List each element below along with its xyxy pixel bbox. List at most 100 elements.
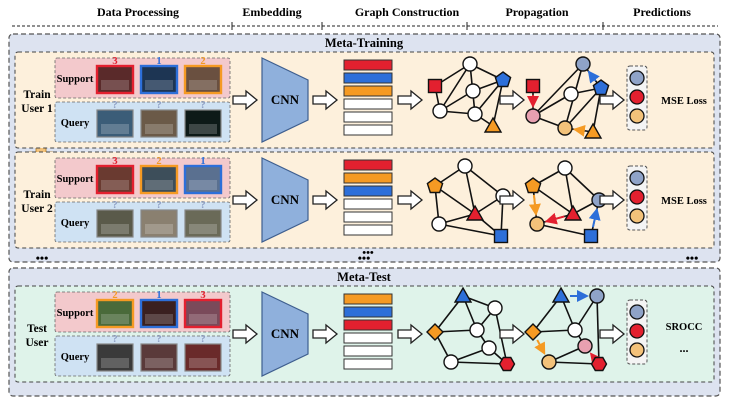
support-image-detail bbox=[189, 180, 217, 190]
propagation-arrow bbox=[572, 124, 586, 137]
support-rank: 2 bbox=[156, 156, 161, 167]
query-label: Query bbox=[61, 352, 90, 363]
graph-edge bbox=[536, 223, 592, 237]
graph-node bbox=[432, 103, 448, 119]
graph-node-pentagon bbox=[494, 71, 512, 88]
embedding-bar bbox=[343, 332, 393, 344]
support-rank: 1 bbox=[156, 290, 161, 301]
support-image-detail bbox=[145, 314, 173, 324]
propagation-arrow bbox=[528, 194, 541, 217]
embedding-bar bbox=[343, 211, 393, 223]
graph-node bbox=[431, 216, 447, 232]
graph-node bbox=[567, 322, 583, 338]
user-label: Test bbox=[27, 323, 47, 335]
header-graph-construction: Graph Construction bbox=[355, 5, 460, 19]
cnn-block bbox=[261, 291, 309, 377]
cnn-label: CNN bbox=[271, 192, 300, 207]
flow-arrow bbox=[312, 89, 339, 111]
query-mark: ? bbox=[156, 200, 161, 211]
propagation-arrow bbox=[587, 70, 600, 84]
flow-arrow bbox=[312, 189, 339, 211]
query-image bbox=[96, 109, 134, 138]
graph-node-triangle bbox=[551, 286, 571, 303]
support-rank: 1 bbox=[156, 56, 161, 67]
flow-arrow bbox=[397, 323, 424, 345]
prediction-score bbox=[629, 108, 645, 124]
support-label: Support bbox=[57, 308, 94, 319]
user-label: Train bbox=[23, 89, 51, 101]
flow-arrow bbox=[499, 323, 526, 345]
graph-edge bbox=[532, 63, 584, 117]
query-image bbox=[184, 209, 222, 238]
support-image bbox=[183, 298, 223, 329]
ellipsis-left: ••• bbox=[36, 251, 49, 265]
support-image bbox=[183, 164, 223, 195]
support-image-detail bbox=[101, 180, 129, 190]
query-image bbox=[96, 343, 134, 372]
support-rank: 3 bbox=[112, 56, 117, 67]
graph-edge bbox=[564, 167, 600, 201]
query-image bbox=[184, 109, 222, 138]
graph-node-square bbox=[493, 228, 509, 244]
propagation-arrow bbox=[589, 352, 603, 366]
graph-node bbox=[557, 160, 573, 176]
embedding-bar bbox=[343, 358, 393, 370]
flow-arrow bbox=[599, 323, 626, 345]
user-label: User 1 bbox=[21, 103, 53, 115]
prediction-score bbox=[629, 189, 645, 205]
support-label: Support bbox=[57, 174, 94, 185]
ellipsis-right: ••• bbox=[686, 251, 699, 265]
embedding-bar bbox=[343, 111, 393, 123]
graph-node bbox=[467, 106, 483, 122]
query-image bbox=[140, 209, 178, 238]
prediction-score bbox=[629, 323, 645, 339]
graph-node-triangle bbox=[483, 116, 503, 133]
support-rank: 3 bbox=[112, 156, 117, 167]
graph-edge bbox=[564, 167, 574, 215]
embedding-bar bbox=[343, 98, 393, 110]
header-data-processing: Data Processing bbox=[97, 5, 179, 19]
support-image-detail bbox=[189, 80, 217, 90]
query-mark: ? bbox=[156, 100, 161, 111]
embedding-bar bbox=[343, 172, 393, 184]
support-image-detail bbox=[101, 314, 129, 324]
embedding-bar bbox=[343, 124, 393, 136]
embedding-bar bbox=[343, 159, 393, 171]
flow-arrow bbox=[232, 323, 259, 345]
graph-node-triangle bbox=[465, 204, 485, 221]
flow-arrow bbox=[232, 189, 259, 211]
user-label: Train bbox=[23, 189, 51, 201]
query-mark: ? bbox=[112, 100, 117, 111]
embedding-bar bbox=[343, 306, 393, 318]
srocc-dots: ... bbox=[680, 341, 689, 355]
support-image bbox=[183, 64, 223, 95]
cnn-block bbox=[261, 57, 309, 143]
graph-node-triangle bbox=[453, 286, 473, 303]
query-mark: ? bbox=[112, 334, 117, 345]
support-rank: 1 bbox=[200, 156, 205, 167]
query-image-detail bbox=[189, 224, 217, 234]
embedding-bar bbox=[343, 85, 393, 97]
support-image-detail bbox=[145, 180, 173, 190]
graph-node-pentagon bbox=[524, 177, 542, 194]
support-rank: 2 bbox=[200, 56, 205, 67]
graph-node bbox=[465, 83, 481, 99]
graph-node bbox=[443, 354, 459, 370]
prediction-score bbox=[629, 170, 645, 186]
embedding-bar bbox=[343, 319, 393, 331]
embedding-bar bbox=[343, 224, 393, 236]
graph-node bbox=[457, 158, 473, 174]
propagation-arrow bbox=[534, 339, 546, 355]
query-image-detail bbox=[101, 124, 129, 134]
cnn-label: CNN bbox=[271, 326, 300, 341]
support-image bbox=[139, 64, 179, 95]
graph-edge bbox=[464, 165, 504, 197]
graph-node-square bbox=[427, 78, 443, 94]
flow-arrow bbox=[232, 89, 259, 111]
support-rank: 3 bbox=[200, 290, 205, 301]
column-headers: Data Processing Embedding Graph Construc… bbox=[12, 5, 718, 30]
prediction-score bbox=[629, 70, 645, 86]
